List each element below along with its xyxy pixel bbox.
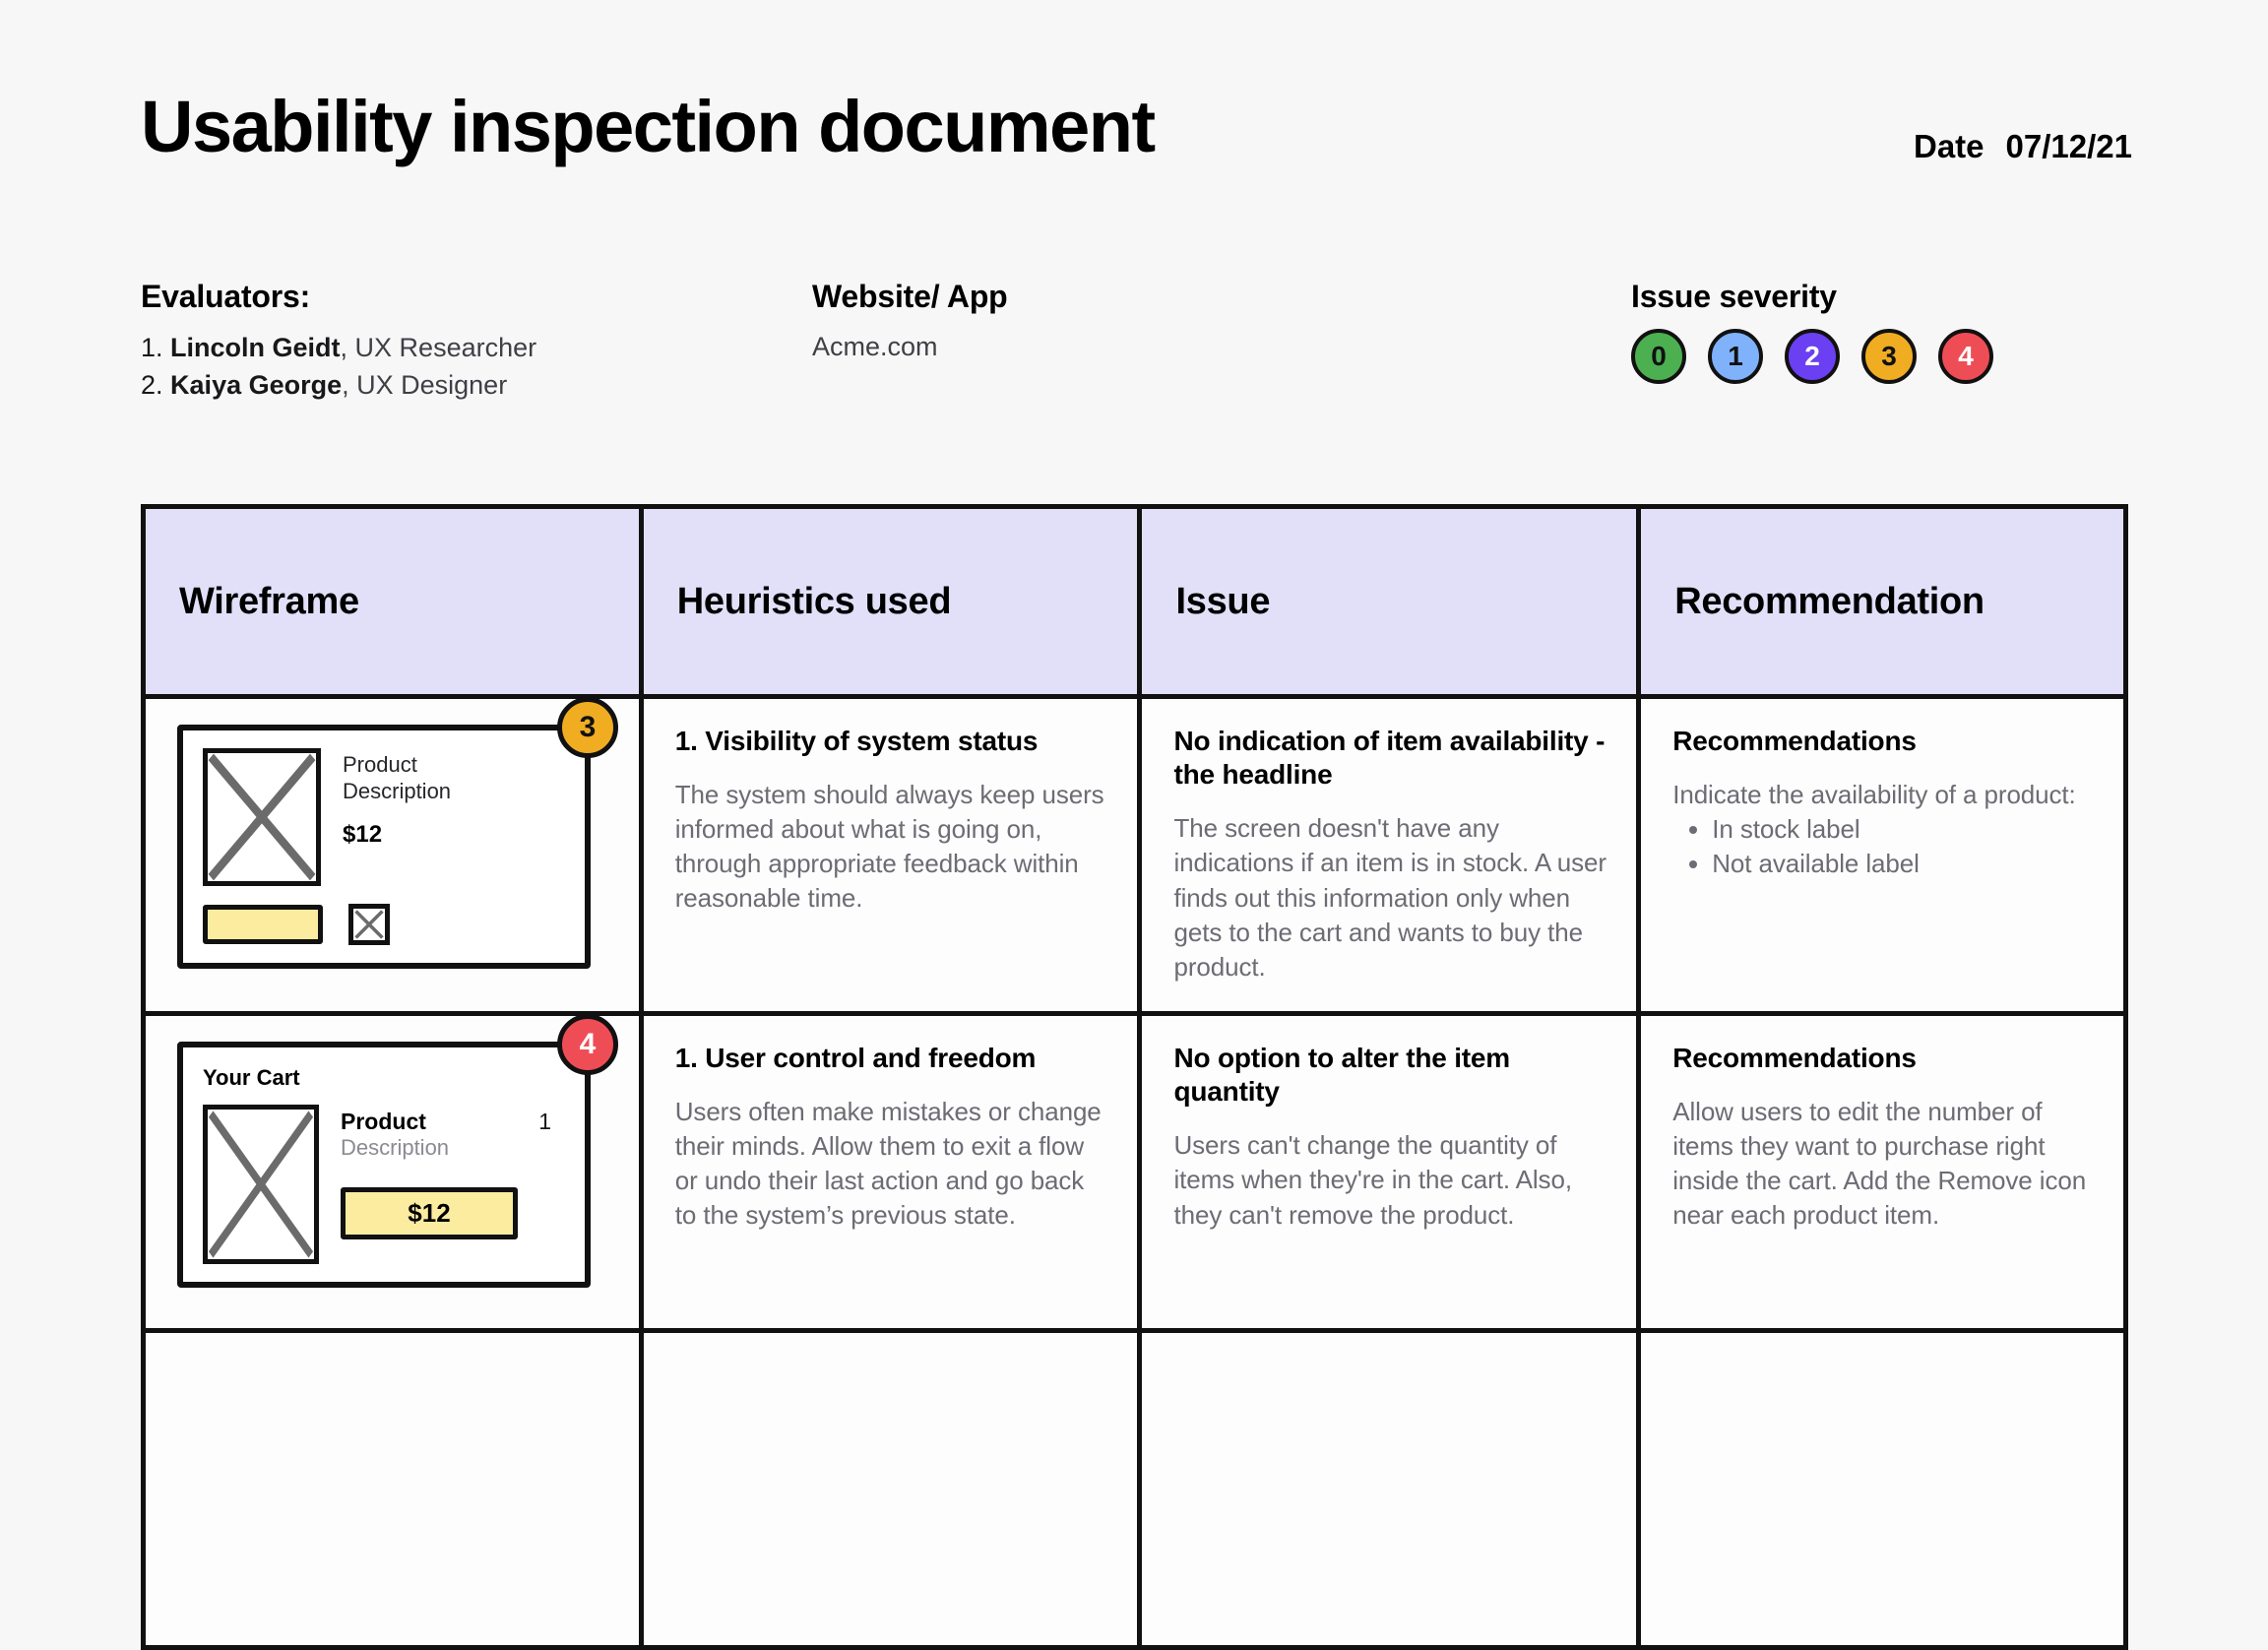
column-header-label: Wireframe bbox=[179, 580, 359, 622]
cell-recommendation bbox=[1641, 1333, 2128, 1645]
column-header-label: Issue bbox=[1175, 580, 1271, 622]
inspection-table: Wireframe Heuristics used Issue Recommen… bbox=[141, 504, 2128, 1650]
table-header-row: Wireframe Heuristics used Issue Recommen… bbox=[146, 509, 2128, 699]
list-item: Not available label bbox=[1712, 847, 2094, 881]
heuristic-body: Users often make mistakes or change thei… bbox=[674, 1097, 1102, 1231]
issue-title: No indication of item availability - the… bbox=[1173, 726, 1606, 791]
table-row: 4 Your Cart bbox=[146, 1014, 2128, 1333]
wireframe-sketch-product-page: 3 Product bbox=[177, 697, 618, 969]
cell-issue: No option to alter the item quantity Use… bbox=[1142, 1016, 1642, 1328]
cell-heuristics: 1. User control and freedom Users often … bbox=[643, 1016, 1143, 1328]
cell-heuristics bbox=[643, 1333, 1143, 1645]
evaluator-number: 1. bbox=[141, 332, 163, 362]
severity-badge-2: 2 bbox=[1785, 328, 1840, 384]
severity-badge-1: 1 bbox=[1708, 328, 1763, 384]
cell-wireframe: 3 Product bbox=[146, 697, 644, 1011]
heuristic-title: 1. User control and freedom bbox=[674, 1043, 1037, 1073]
evaluators-heading: Evaluators: bbox=[141, 279, 311, 314]
evaluator-role: , UX Designer bbox=[342, 370, 508, 401]
column-header-issue: Issue bbox=[1142, 509, 1642, 694]
table-row bbox=[146, 1333, 2128, 1650]
date-label: Date bbox=[1914, 128, 1984, 164]
website-heading: Website/ App bbox=[812, 279, 1008, 314]
recommendation-body: Indicate the availability of a product: bbox=[1672, 780, 2076, 810]
column-header-heuristics: Heuristics used bbox=[643, 509, 1143, 694]
product-name: Product bbox=[341, 1109, 426, 1134]
placeholder-image-icon bbox=[203, 748, 321, 886]
page-title: Usability inspection document bbox=[141, 86, 1156, 167]
recommendation-title: Recommendations bbox=[1672, 1043, 1917, 1073]
evaluator-number: 2. bbox=[141, 370, 163, 401]
severity-badge-4: 4 bbox=[1938, 328, 1993, 384]
cell-recommendation: Recommendations Allow users to edit the … bbox=[1641, 1016, 2128, 1328]
list-item: 1. Lincoln Geidt, UX Researcher bbox=[141, 329, 536, 366]
wireframe-actions-row bbox=[203, 904, 565, 945]
evaluators-block: Evaluators: 1. Lincoln Geidt, UX Researc… bbox=[141, 279, 536, 404]
severity-badge: 3 bbox=[557, 697, 618, 758]
cell-heuristics: 1. Visibility of system status The syste… bbox=[643, 699, 1143, 1011]
recommendation-bullets: In stock label Not available label bbox=[1672, 812, 2094, 881]
list-item: In stock label bbox=[1712, 812, 2094, 847]
wireframe-frame: Product Description $12 bbox=[177, 725, 591, 969]
severity-badge: 4 bbox=[557, 1014, 618, 1075]
wireframe-frame: Your Cart Produ bbox=[177, 1042, 591, 1288]
recommendation-body: Allow users to edit the number of items … bbox=[1672, 1097, 2087, 1231]
recommendation-title: Recommendations bbox=[1672, 726, 1917, 756]
product-title-line1: Product bbox=[343, 752, 417, 777]
cell-wireframe: 4 Your Cart bbox=[146, 1014, 644, 1328]
severity-badge-3: 3 bbox=[1861, 328, 1917, 384]
wireframe-product-info: Product Description $12 bbox=[343, 748, 565, 886]
severity-legend: 0 1 2 3 4 bbox=[1631, 328, 1993, 384]
heuristic-title: 1. Visibility of system status bbox=[674, 726, 1039, 756]
evaluators-list: 1. Lincoln Geidt, UX Researcher 2. Kaiya… bbox=[141, 329, 536, 405]
evaluator-name: Lincoln Geidt bbox=[170, 332, 341, 362]
website-value: Acme.com bbox=[812, 331, 938, 361]
add-to-cart-button-placeholder bbox=[203, 905, 323, 944]
heuristic-body: The system should always keep users info… bbox=[674, 780, 1104, 914]
issue-title: No option to alter the item quantity bbox=[1173, 1043, 1510, 1108]
column-header-wireframe: Wireframe bbox=[146, 509, 644, 694]
issue-body: The screen doesn't have any indications … bbox=[1173, 813, 1606, 982]
evaluator-name: Kaiya George bbox=[170, 370, 343, 401]
cart-item-header: Product 1 bbox=[341, 1109, 565, 1135]
usability-inspection-document: Usability inspection document Date 07/12… bbox=[0, 0, 2268, 1418]
severity-badge-0: 0 bbox=[1631, 328, 1686, 384]
table-body: 3 Product bbox=[146, 697, 2128, 1650]
placeholder-image-icon bbox=[203, 1105, 319, 1264]
wireframe-sketch-cart-page: 4 Your Cart bbox=[177, 1014, 618, 1288]
website-block: Website/ App Acme.com bbox=[812, 279, 1008, 366]
product-title-line2: Description bbox=[343, 778, 452, 803]
column-header-label: Heuristics used bbox=[676, 580, 952, 622]
product-price: $12 bbox=[343, 820, 383, 848]
cell-issue: No indication of item availability - the… bbox=[1142, 699, 1642, 1011]
issue-severity-heading: Issue severity bbox=[1631, 279, 1837, 314]
wireframe-cart-item-row: Product 1 Description $12 bbox=[203, 1105, 565, 1264]
cell-recommendation: Recommendations Indicate the availabilit… bbox=[1641, 699, 2128, 1011]
cell-wireframe bbox=[146, 1333, 644, 1645]
table-row: 3 Product bbox=[146, 697, 2128, 1016]
column-header-label: Recommendation bbox=[1674, 580, 1984, 622]
wireframe-cart-item-info: Product 1 Description $12 bbox=[341, 1105, 565, 1264]
meta-row: Evaluators: 1. Lincoln Geidt, UX Researc… bbox=[141, 279, 2132, 416]
placeholder-icon bbox=[348, 904, 390, 945]
issue-severity-block: Issue severity 0 1 2 3 4 bbox=[1631, 279, 1993, 384]
cart-title: Your Cart bbox=[203, 1065, 300, 1090]
issue-body: Users can't change the quantity of items… bbox=[1173, 1130, 1572, 1230]
list-item: 2. Kaiya George, UX Designer bbox=[141, 366, 536, 404]
date-value: 07/12/21 bbox=[2005, 128, 2132, 164]
product-description: Description bbox=[341, 1135, 450, 1160]
product-quantity: 1 bbox=[538, 1109, 551, 1134]
column-header-recommendation: Recommendation bbox=[1641, 509, 2128, 694]
product-price-chip: $12 bbox=[341, 1186, 518, 1239]
cell-issue bbox=[1142, 1333, 1642, 1645]
wireframe-product-row: Product Description $12 bbox=[203, 748, 565, 886]
date-block: Date 07/12/21 bbox=[1914, 128, 2132, 165]
evaluator-role: , UX Researcher bbox=[340, 332, 537, 362]
